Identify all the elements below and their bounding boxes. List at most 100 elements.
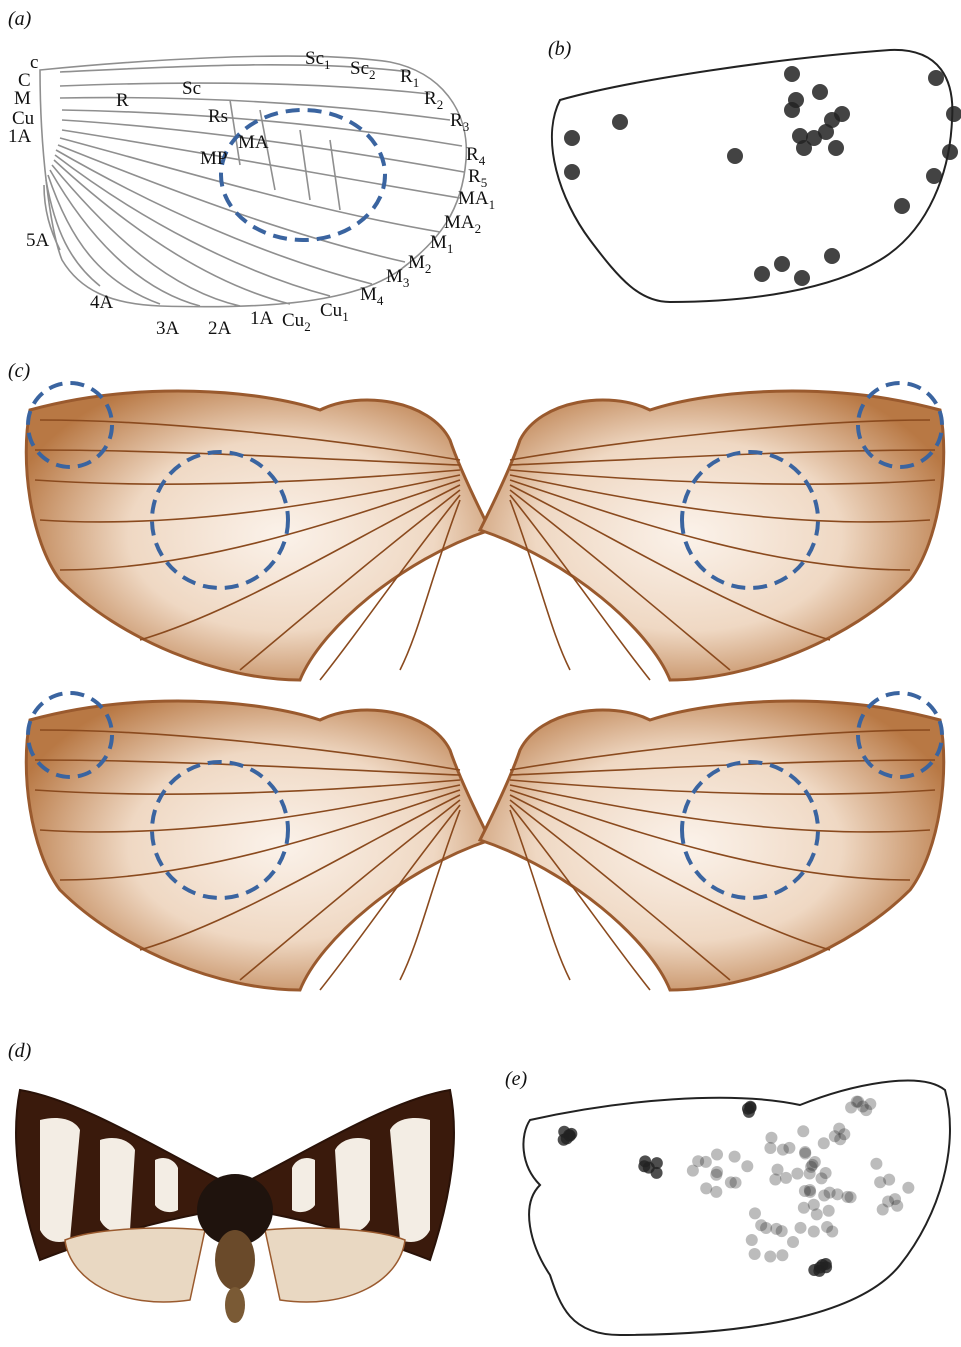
- vein-cu2: [54, 160, 290, 304]
- vein-label: Sc2: [350, 58, 376, 82]
- insect-body: [197, 1174, 273, 1323]
- landmark-dot: [755, 1219, 767, 1231]
- landmark-dot: [749, 1207, 761, 1219]
- landmark-map-e: [500, 1085, 955, 1343]
- landmark-dot: [772, 1164, 784, 1176]
- landmark-dot: [711, 1166, 723, 1178]
- wing-membrane: [26, 391, 490, 680]
- vein-label: R2: [424, 88, 443, 112]
- vein-2a: [50, 170, 200, 306]
- venation-diagram: cCMCu1ARScRsMPMASc1Sc2R1R2R3R4R5MA1MA2M1…: [0, 0, 490, 345]
- landmark-dot: [804, 1167, 816, 1179]
- landmark-dot: [700, 1156, 712, 1168]
- landmark-map-b: [530, 40, 960, 310]
- vein-labels: cCMCu1ARScRsMPMASc1Sc2R1R2R3R4R5MA1MA2M1…: [8, 48, 495, 339]
- landmark-dot: [564, 164, 580, 180]
- landmark-dot: [821, 1221, 833, 1233]
- landmark-dot: [831, 1188, 843, 1200]
- landmark-dot: [612, 114, 628, 130]
- landmark-dots-e: [558, 1096, 915, 1277]
- landmark-dot: [870, 1158, 882, 1170]
- vein-label: 1A: [250, 308, 274, 329]
- vein-label: R4: [466, 144, 486, 168]
- vein-label: 2A: [208, 318, 232, 339]
- landmark-dot: [764, 1142, 776, 1154]
- landmark-dot: [788, 92, 804, 108]
- wing-membrane: [480, 391, 944, 680]
- vein-label: Sc: [182, 78, 201, 99]
- landmark-dot: [791, 1168, 803, 1180]
- vein-label: M: [14, 88, 31, 109]
- venation-diagram-svg: cCMCu1ARScRsMPMASc1Sc2R1R2R3R4R5MA1MA2M1…: [0, 0, 490, 345]
- landmark-map-b-svg: [530, 40, 960, 310]
- landmark-dot: [841, 1191, 853, 1203]
- landmark-dot: [902, 1182, 914, 1194]
- landmark-dot: [812, 84, 828, 100]
- wing-photos: [0, 370, 961, 1020]
- vein-label: MA: [238, 132, 269, 153]
- landmark-dot: [797, 1125, 809, 1137]
- vein-cu1: [55, 155, 330, 296]
- landmark-dot: [834, 106, 850, 122]
- vein-label: 5A: [26, 230, 50, 251]
- landmark-dot: [776, 1249, 788, 1261]
- landmark-dot: [700, 1182, 712, 1194]
- landmark-dot: [769, 1174, 781, 1186]
- landmark-dot: [749, 1248, 761, 1260]
- landmark-dot: [711, 1149, 723, 1161]
- landmark-dot: [942, 144, 958, 160]
- landmark-dot: [946, 106, 961, 122]
- highlight-circle-a: [221, 110, 385, 240]
- landmark-dot: [823, 1205, 835, 1217]
- vein-m4: [56, 150, 372, 284]
- landmark-dot: [741, 1160, 753, 1172]
- landmark-dot: [784, 66, 800, 82]
- landmark-dot: [818, 1189, 830, 1201]
- landmark-map-e-svg: [500, 1085, 955, 1343]
- vein-label: MA2: [444, 212, 481, 236]
- landmark-dot: [804, 1184, 816, 1196]
- wing-outline-b: [552, 50, 952, 302]
- landmark-dot: [828, 140, 844, 156]
- landmark-dot: [564, 130, 580, 146]
- vein-label: 4A: [90, 292, 114, 313]
- landmark-dot: [794, 270, 810, 286]
- vein-label: M4: [360, 284, 384, 308]
- landmark-dot: [687, 1165, 699, 1177]
- cross-veins: [230, 100, 340, 210]
- vein-label: Cu1: [320, 300, 349, 324]
- vein-label: MP: [200, 148, 227, 169]
- vein-label: R5: [468, 166, 487, 190]
- landmark-dot: [776, 1225, 788, 1237]
- landmark-dot: [774, 256, 790, 272]
- vein-label: R3: [450, 110, 469, 134]
- vein-label: R1: [400, 66, 419, 90]
- vein-label: M3: [386, 266, 409, 290]
- insect-photo-svg: [0, 1060, 470, 1340]
- wing-photo-bottom-right: [480, 693, 944, 990]
- vein-label: R: [116, 90, 129, 111]
- landmark-dot: [746, 1234, 758, 1246]
- landmark-dot: [743, 1106, 755, 1118]
- vein-label: Rs: [208, 106, 228, 127]
- landmark-dot: [765, 1132, 777, 1144]
- landmark-dot: [808, 1199, 820, 1211]
- vein-label: Cu2: [282, 310, 311, 334]
- landmark-dot: [820, 1167, 832, 1179]
- wing-photo-bottom-left: [26, 693, 490, 990]
- landmark-dot: [928, 70, 944, 86]
- vein-label: 1A: [8, 126, 32, 147]
- wing-photo-top-right: [480, 383, 944, 680]
- landmark-dot: [818, 1137, 830, 1149]
- landmark-dot: [860, 1104, 872, 1116]
- landmark-dot: [838, 1128, 850, 1140]
- vein-label: 3A: [156, 318, 180, 339]
- vein-label: M2: [408, 252, 431, 276]
- landmark-dot: [754, 266, 770, 282]
- landmark-dot: [561, 1133, 573, 1145]
- vein-label: Sc1: [305, 48, 331, 72]
- landmark-dot: [824, 248, 840, 264]
- landmark-dot: [725, 1176, 737, 1188]
- landmark-dot: [814, 1262, 826, 1274]
- landmark-dot: [727, 148, 743, 164]
